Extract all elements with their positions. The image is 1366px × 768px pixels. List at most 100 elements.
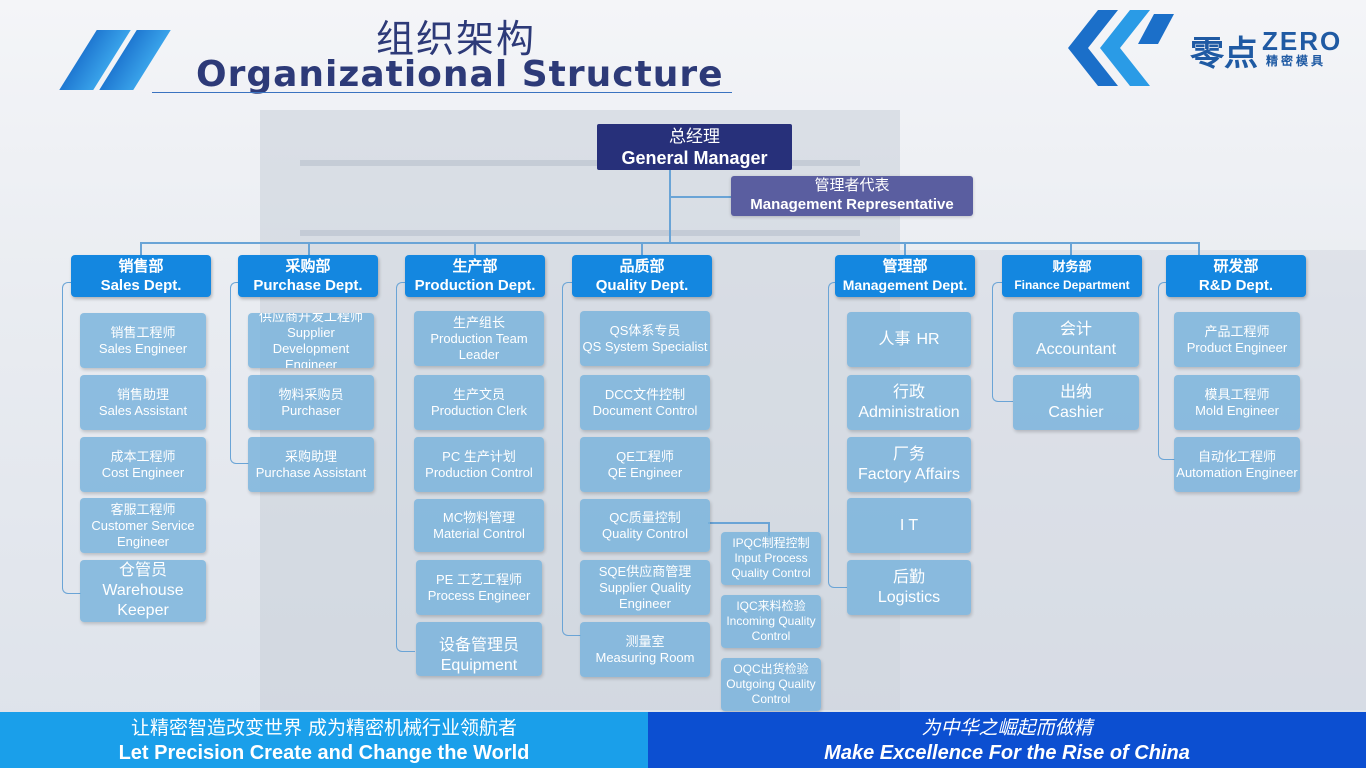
footer-left-en: Let Precision Create and Change the Worl…	[118, 742, 530, 764]
finance-bracket	[992, 282, 1013, 402]
purchase-item-cn: 采购助理	[284, 448, 337, 464]
dept-production: 生产部 Production Dept.	[405, 255, 545, 297]
gm-cn: 总经理	[669, 127, 720, 146]
dept-rd: 研发部 R&D Dept.	[1166, 255, 1306, 297]
footer-slogan-right: 为中华之崛起而做精 Make Excellence For the Rise o…	[648, 712, 1366, 768]
production-item-cn: MC物料管理	[442, 509, 516, 525]
production-item-cn: PC 生产计划	[442, 448, 516, 464]
management-item-cn: 行政	[892, 383, 925, 401]
quality-item-cn: DCC文件控制	[604, 386, 686, 402]
production-item-en: Production Team Leader	[430, 330, 528, 362]
production-bracket	[396, 282, 415, 652]
qc-item-en: Outgoing Quality Control	[726, 677, 816, 706]
sales-item-cn: 成本工程师	[110, 448, 176, 464]
connector-line	[904, 242, 906, 256]
production-item-en: Production Control	[425, 464, 533, 480]
sales-item-cn: 销售工程师	[110, 324, 176, 340]
connector-line	[641, 242, 643, 256]
rd-item-cn: 模具工程师	[1204, 386, 1270, 402]
connector-line	[669, 196, 731, 198]
sales-item-cn: 销售助理	[116, 386, 169, 402]
dept-finance-cn: 财务部	[1052, 259, 1092, 274]
page-title-en: Organizational Structure	[196, 54, 724, 95]
dept-production-cn: 生产部	[452, 258, 498, 275]
logo-cn: 零点	[1190, 34, 1258, 74]
finance-item-cn: 会计	[1059, 320, 1092, 338]
management-item-en: HR	[916, 330, 940, 348]
production-item-cn: 生产文员	[452, 386, 505, 402]
title-underline	[152, 92, 732, 93]
sales-item-en: Sales Engineer	[98, 340, 188, 356]
qc-item-en: Incoming Quality Control	[726, 614, 816, 643]
purchase-item-en: Supplier Development Engineer	[272, 324, 350, 369]
connector-line	[140, 242, 1200, 244]
sales-item-en: Sales Assistant	[98, 402, 188, 418]
finance-item-cn: 出纳	[1059, 383, 1092, 401]
management-item: 人事 HR	[847, 312, 971, 367]
rd-item-cn: 自动化工程师	[1197, 448, 1276, 464]
dept-management: 管理部 Management Dept.	[835, 255, 975, 297]
footer-right-cn: 为中华之崛起而做精	[921, 717, 1093, 739]
management-item: I T	[847, 498, 971, 553]
quality-item-en: QE Engineer	[607, 464, 683, 480]
dept-purchase-en: Purchase Dept.	[253, 277, 363, 294]
qc-item-cn: IQC来料检验	[736, 599, 806, 613]
dept-purchase: 采购部 Purchase Dept.	[238, 255, 378, 297]
purchase-item-en: Purchaser	[281, 402, 341, 418]
dept-sales-cn: 销售部	[118, 258, 164, 275]
production-item-cn: 设备管理员	[438, 637, 519, 654]
quality-item-cn: QS体系专员	[609, 322, 681, 338]
quality-item-en: QS System Specialist	[582, 338, 708, 354]
sales-item-en: Cost Engineer	[101, 464, 185, 480]
dept-rd-en: R&D Dept.	[1198, 277, 1274, 294]
management-item-en: Logistics	[877, 588, 941, 606]
qc-item-en: Input Process Quality Control	[731, 551, 811, 580]
production-item-en: Production Clerk	[430, 402, 528, 418]
rd-bracket	[1158, 282, 1175, 460]
background-window-band	[300, 230, 860, 236]
connector-line	[1198, 242, 1200, 256]
management-item-en: I T	[899, 516, 919, 534]
footer-left-cn: 让精密智造改变世界 成为精密机械行业领航者	[130, 717, 518, 739]
footer-slogan-left: 让精密智造改变世界 成为精密机械行业领航者 Let Precision Crea…	[0, 712, 648, 768]
production-item-en: Material Control	[433, 525, 525, 541]
dept-quality: 品质部 Quality Dept.	[572, 255, 712, 297]
finance-item: 会计 Accountant	[1013, 312, 1139, 367]
general-manager-box: 总经理 General Manager	[597, 124, 792, 170]
finance-item: 出纳 Cashier	[1013, 375, 1139, 430]
connector-line	[768, 522, 770, 536]
footer-right-en: Make Excellence For the Rise of China	[824, 742, 1190, 764]
rd-item-cn: 产品工程师	[1204, 323, 1270, 339]
qc-item-cn: OQC出货检验	[733, 662, 809, 676]
quality-item-cn: SQE供应商管理	[598, 563, 692, 579]
dept-finance: 财务部 Finance Department	[1002, 255, 1142, 297]
rd-item-en: Automation Engineer	[1176, 464, 1298, 480]
purchase-item-en: Purchase Assistant	[255, 464, 367, 480]
finance-item-en: Accountant	[1035, 340, 1117, 358]
dept-sales: 销售部 Sales Dept.	[71, 255, 211, 297]
purchase-bracket	[230, 282, 249, 464]
management-item-en: Factory Affairs	[858, 465, 960, 483]
quality-item-en: Document Control	[592, 402, 698, 418]
management-item-cn: 人事	[878, 330, 911, 348]
page-title-cn: 组织架构	[376, 17, 537, 61]
sales-bracket	[62, 282, 81, 594]
dept-quality-en: Quality Dept.	[595, 277, 689, 294]
finance-item-en: Cashier	[1048, 403, 1104, 421]
quality-item-en: Measuring Room	[595, 649, 695, 665]
dept-management-cn: 管理部	[882, 258, 928, 275]
